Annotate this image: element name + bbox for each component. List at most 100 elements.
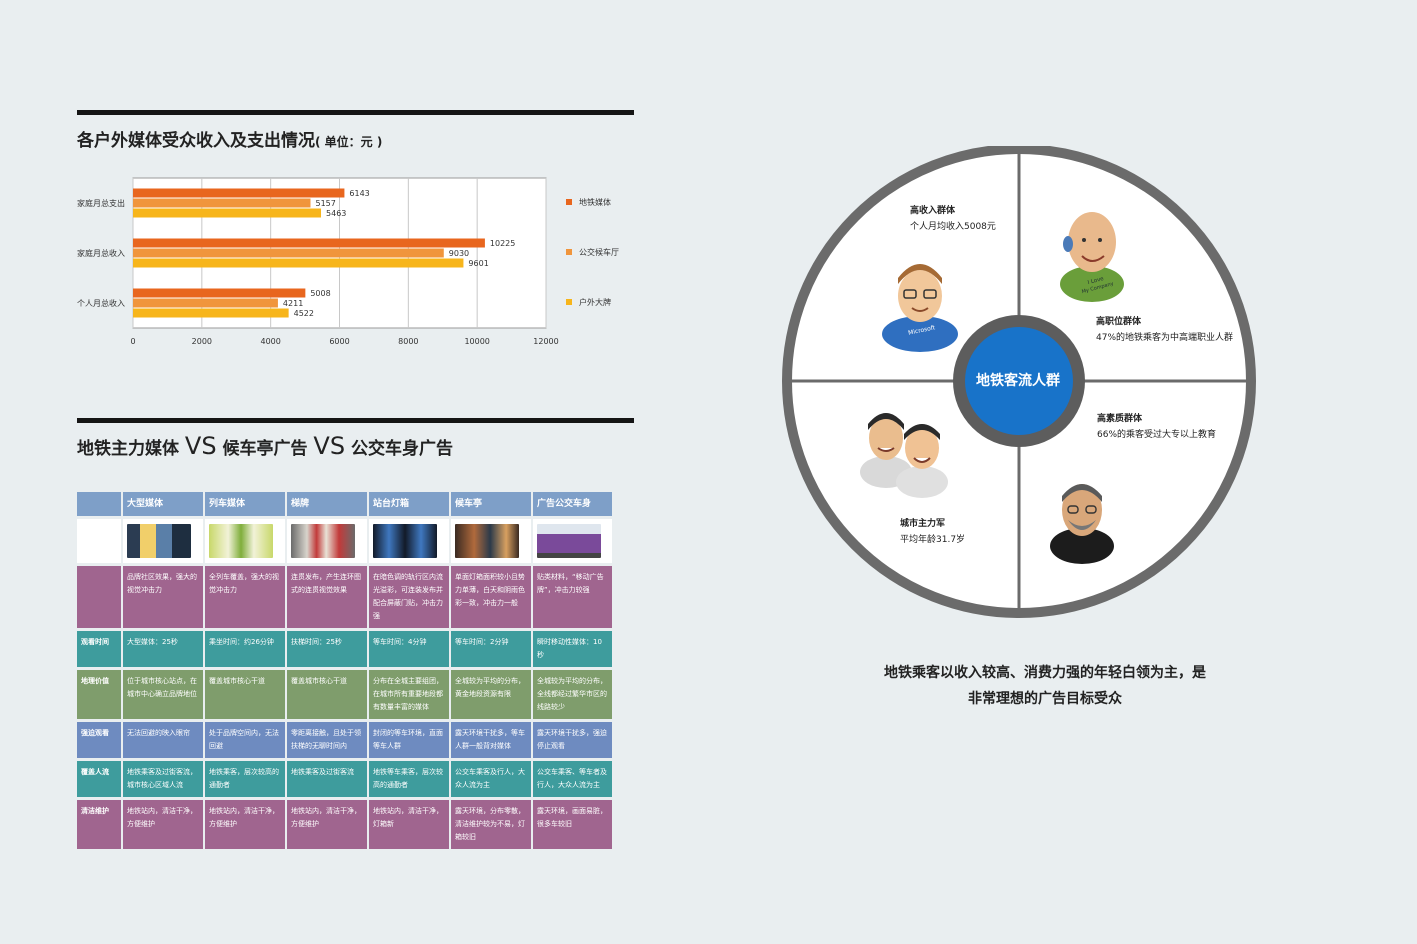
thumb-cell <box>533 519 612 563</box>
compare-section-title: 地铁主力媒体 VS 候车亭广告 VS 公交车身广告 <box>77 432 453 460</box>
compare-vs-2: VS <box>313 432 346 460</box>
table-cell: 大型媒体：25秒 <box>123 631 203 667</box>
table-cell: 分布在全城主要组团，在城市所有重要地段都有数量丰富的媒体 <box>369 670 449 719</box>
row-label: 清洁维护 <box>77 800 121 849</box>
young-men-avatar-icon <box>860 413 948 498</box>
quadrant-title: 高收入群体 <box>910 206 956 216</box>
thumb-cell <box>287 519 367 563</box>
table-cell: 等车时间：4分钟 <box>369 631 449 667</box>
compare-vs-1: VS <box>184 432 217 460</box>
quadrant-desc: 66%的乘客受过大专以上教育 <box>1097 430 1217 440</box>
category-label: 家庭月总支出 <box>77 198 125 208</box>
legend-swatch <box>566 199 572 205</box>
table-row: 地理价值 位于城市核心站点，在城市中心确立品牌地位 覆盖城市核心干道 覆盖城市核… <box>77 670 612 719</box>
quadrant-title: 城市主力军 <box>900 519 946 529</box>
table-cell: 处于品牌空间内，无法回避 <box>205 722 285 758</box>
table-cell: 地铁站内，清洁干净，方便维护 <box>287 800 367 849</box>
table-cell: 无法回避的映入眼帘 <box>123 722 203 758</box>
table-cell: 连贯发布，产生连环图式的连贯视觉效果 <box>287 566 367 628</box>
x-tick-label: 2000 <box>192 337 212 346</box>
thumb-cell <box>205 519 285 563</box>
table-cell: 在暗色调的轨行区内流光溢彩，可连装发布并配合屏蔽门贴，冲击力强 <box>369 566 449 628</box>
data-label: 6143 <box>349 189 369 198</box>
legend-swatch <box>566 249 572 255</box>
table-cell: 全城较为平均的分布，黄金地段资源有限 <box>451 670 531 719</box>
legend-label: 公交候车厅 <box>579 247 619 257</box>
x-tick-label: 4000 <box>260 337 280 346</box>
table-cell: 全列车覆盖，强大的视觉冲击力 <box>205 566 285 628</box>
column-header: 大型媒体 <box>123 492 203 516</box>
bar <box>133 308 289 318</box>
thumb-cell <box>369 519 449 563</box>
compare-title-c: 公交车身广告 <box>351 439 453 459</box>
audience-circle-diagram: Microsoft I Love My Company <box>782 146 1256 618</box>
x-tick-label: 0 <box>130 337 135 346</box>
column-header: 广告公交车身 <box>533 492 612 516</box>
table-cell: 贴类材料，“移动广告牌”，冲击力较强 <box>533 566 612 628</box>
thumb-cell <box>123 519 203 563</box>
column-header: 列车媒体 <box>205 492 285 516</box>
data-label: 10225 <box>490 239 515 248</box>
large-media-photo <box>127 524 191 558</box>
steve-ballmer-avatar-icon: I Love My Company <box>1060 212 1124 302</box>
table-header-row: 大型媒体 列车媒体 梯牌 站台灯箱 候车亭 广告公交车身 <box>77 492 612 516</box>
table-cell: 地铁乘客及过街客流，城市核心区域人流 <box>123 761 203 797</box>
row-label: 强迫观看 <box>77 722 121 758</box>
table-cell: 地铁乘客及过街客流 <box>287 761 367 797</box>
table-cell: 瞬时移动性媒体：10秒 <box>533 631 612 667</box>
column-header: 候车亭 <box>451 492 531 516</box>
data-label: 4522 <box>294 309 314 318</box>
table-cell: 覆盖城市核心干道 <box>287 670 367 719</box>
data-label: 4211 <box>283 299 303 308</box>
bus-body-ad-photo <box>537 524 601 558</box>
quadrant-title: 高职位群体 <box>1096 317 1142 327</box>
data-label: 5463 <box>326 209 346 218</box>
quadrant-desc: 47%的地铁乘客为中高端职业人群 <box>1096 333 1234 343</box>
center-label: 地铁客流人群 <box>976 373 1060 389</box>
top-rule <box>77 110 634 115</box>
train-media-photo <box>209 524 273 558</box>
row-label: 覆盖人流 <box>77 761 121 797</box>
quadrant-main-force: 城市主力军 平均年龄31.7岁 <box>900 516 965 548</box>
middle-rule <box>77 418 634 423</box>
table-cell: 地铁乘客，层次较高的通勤者 <box>205 761 285 797</box>
table-thumbnail-row <box>77 519 612 563</box>
bar-section-title: 各户外媒体受众收入及支出情况( 单位：元 ) <box>77 126 382 151</box>
table-row: 清洁维护 地铁站内，清洁干净，方便维护 地铁站内，清洁干净，方便维护 地铁站内，… <box>77 800 612 849</box>
table-cell: 露天环境干扰多，等车人群一般背对媒体 <box>451 722 531 758</box>
compare-title-b: 候车亭广告 <box>222 439 308 459</box>
table-cell: 单面灯箱面积较小且势力单薄，白天和阴雨色彩一致，冲击力一般 <box>451 566 531 628</box>
conclusion-text: 地铁乘客以收入较高、消费力强的年轻白领为主，是 非常理想的广告目标受众 <box>860 660 1230 712</box>
table-cell: 封闭的等车环境，直面等车人群 <box>369 722 449 758</box>
bar <box>133 238 485 248</box>
data-label: 5008 <box>310 289 330 298</box>
table-cell: 地铁站内，清洁干净，方便维护 <box>205 800 285 849</box>
conclusion-line-2: 非常理想的广告目标受众 <box>968 691 1122 707</box>
table-row: 品牌社区效果，强大的视觉冲击力 全列车覆盖，强大的视觉冲击力 连贯发布，产生连环… <box>77 566 612 628</box>
compare-title-a: 地铁主力媒体 <box>77 439 179 459</box>
legend-label: 地铁媒体 <box>579 197 611 207</box>
bar <box>133 258 464 268</box>
thumb-cell <box>451 519 531 563</box>
platform-lightbox-photo <box>373 524 437 558</box>
table-cell: 露天环境，分布零散，清洁维护较为不易，灯箱较旧 <box>451 800 531 849</box>
quadrant-high-position: 高职位群体 47%的地铁乘客为中高端职业人群 <box>1096 314 1233 346</box>
steve-jobs-avatar-icon <box>1050 484 1114 564</box>
bar <box>133 298 278 308</box>
bar <box>133 198 311 208</box>
legend-label: 户外大牌 <box>579 297 611 307</box>
data-label: 9601 <box>468 259 488 268</box>
x-tick-label: 10000 <box>464 337 489 346</box>
quadrant-high-education: 高素质群体 66%的乘客受过大专以上教育 <box>1097 411 1216 443</box>
center-disc <box>965 327 1073 435</box>
table-cell: 露天环境，画面易脏，很多车较旧 <box>533 800 612 849</box>
table-row: 观看时间 大型媒体：25秒 乘坐时间：约26分钟 扶梯时间：25秒 等车时间：4… <box>77 631 612 667</box>
bar <box>133 208 322 218</box>
row-label <box>77 566 121 628</box>
x-tick-label: 6000 <box>329 337 349 346</box>
table-cell: 覆盖城市核心干道 <box>205 670 285 719</box>
quadrant-title: 高素质群体 <box>1097 414 1143 424</box>
table-cell: 地铁等车乘客，层次较高的通勤者 <box>369 761 449 797</box>
data-label: 5157 <box>315 199 335 208</box>
